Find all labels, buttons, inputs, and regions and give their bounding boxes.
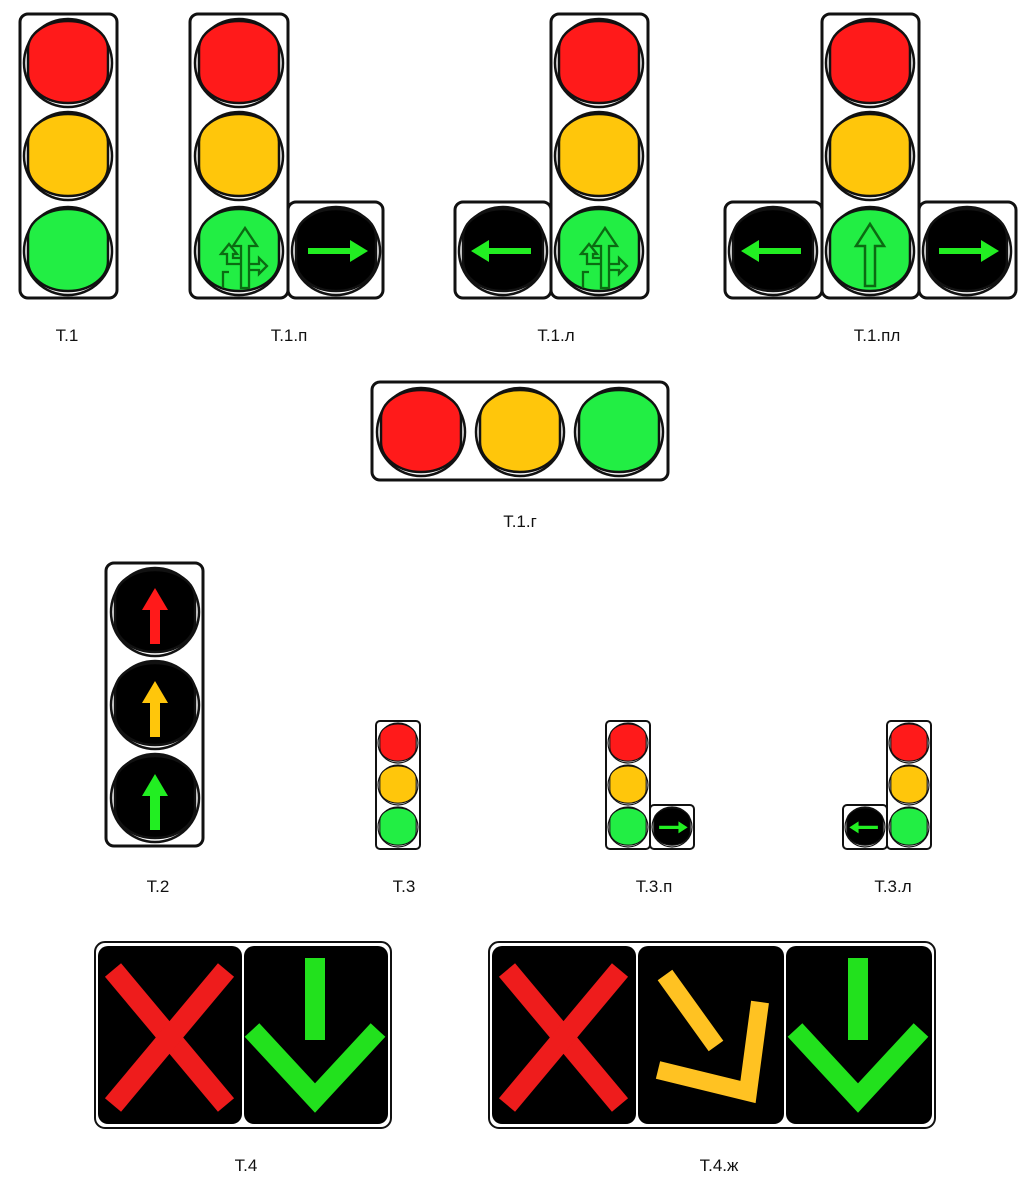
red-up-arrow-icon [142,588,168,644]
red-lamp [377,722,419,764]
caption-t1g: Т.1.г [503,512,537,531]
red-lamp [375,386,467,478]
green-lamp [888,806,930,848]
caption-t1l: Т.1.л [537,326,575,345]
signal-t4zh [488,941,936,1129]
signal-t1p [188,12,385,300]
green-lamp [607,806,649,848]
yellow-diagonal-arrow-icon [655,969,769,1104]
green-arrow-lamp [824,205,916,297]
green-lamp [573,386,665,478]
left-arrow-icon [849,821,878,834]
yellow-lamp [888,764,930,806]
signal-t3l [842,720,932,850]
red-x-icon [498,963,629,1112]
yellow-lamp [193,110,285,202]
red-lamp [607,722,649,764]
green-lamp [22,205,114,297]
caption-t3p: Т.3.п [635,877,673,896]
yellow-lamp [607,764,649,806]
green-arrow-lamp [193,205,285,297]
yellow-lamp [553,110,645,202]
caption-t4: Т.4 [234,1156,258,1175]
green-down-arrow-icon [244,958,386,1113]
red-lamp [22,17,114,109]
signal-t1l [453,12,650,300]
signal-t1g [370,380,670,482]
signal-t4 [94,941,392,1129]
yellow-lamp [22,110,114,202]
signal-t1 [18,12,119,300]
red-x-icon [104,963,235,1112]
signal-t1pl [723,12,1018,300]
red-lamp [553,17,645,109]
signal-t2 [104,561,205,848]
caption-t3l: Т.3.л [874,877,912,896]
caption-t3: Т.3 [392,877,416,896]
green-lamp [377,806,419,848]
yellow-lamp [474,386,566,478]
green-up-arrow-icon [142,774,168,830]
yellow-lamp [377,764,419,806]
caption-t2: Т.2 [146,877,170,896]
right-arrow-icon [659,821,688,834]
red-lamp [193,17,285,109]
caption-t1p: Т.1.п [270,326,308,345]
green-down-arrow-icon [787,958,929,1113]
green-arrow-lamp [553,205,645,297]
caption-t1pl: Т.1.пл [853,326,901,345]
red-lamp [888,722,930,764]
caption-t4zh: Т.4.ж [699,1156,739,1175]
yellow-up-arrow-icon [142,681,168,737]
signal-t3p [605,720,695,850]
red-lamp [824,17,916,109]
signal-t3 [375,720,421,850]
caption-t1: Т.1 [55,326,79,345]
yellow-lamp [824,110,916,202]
